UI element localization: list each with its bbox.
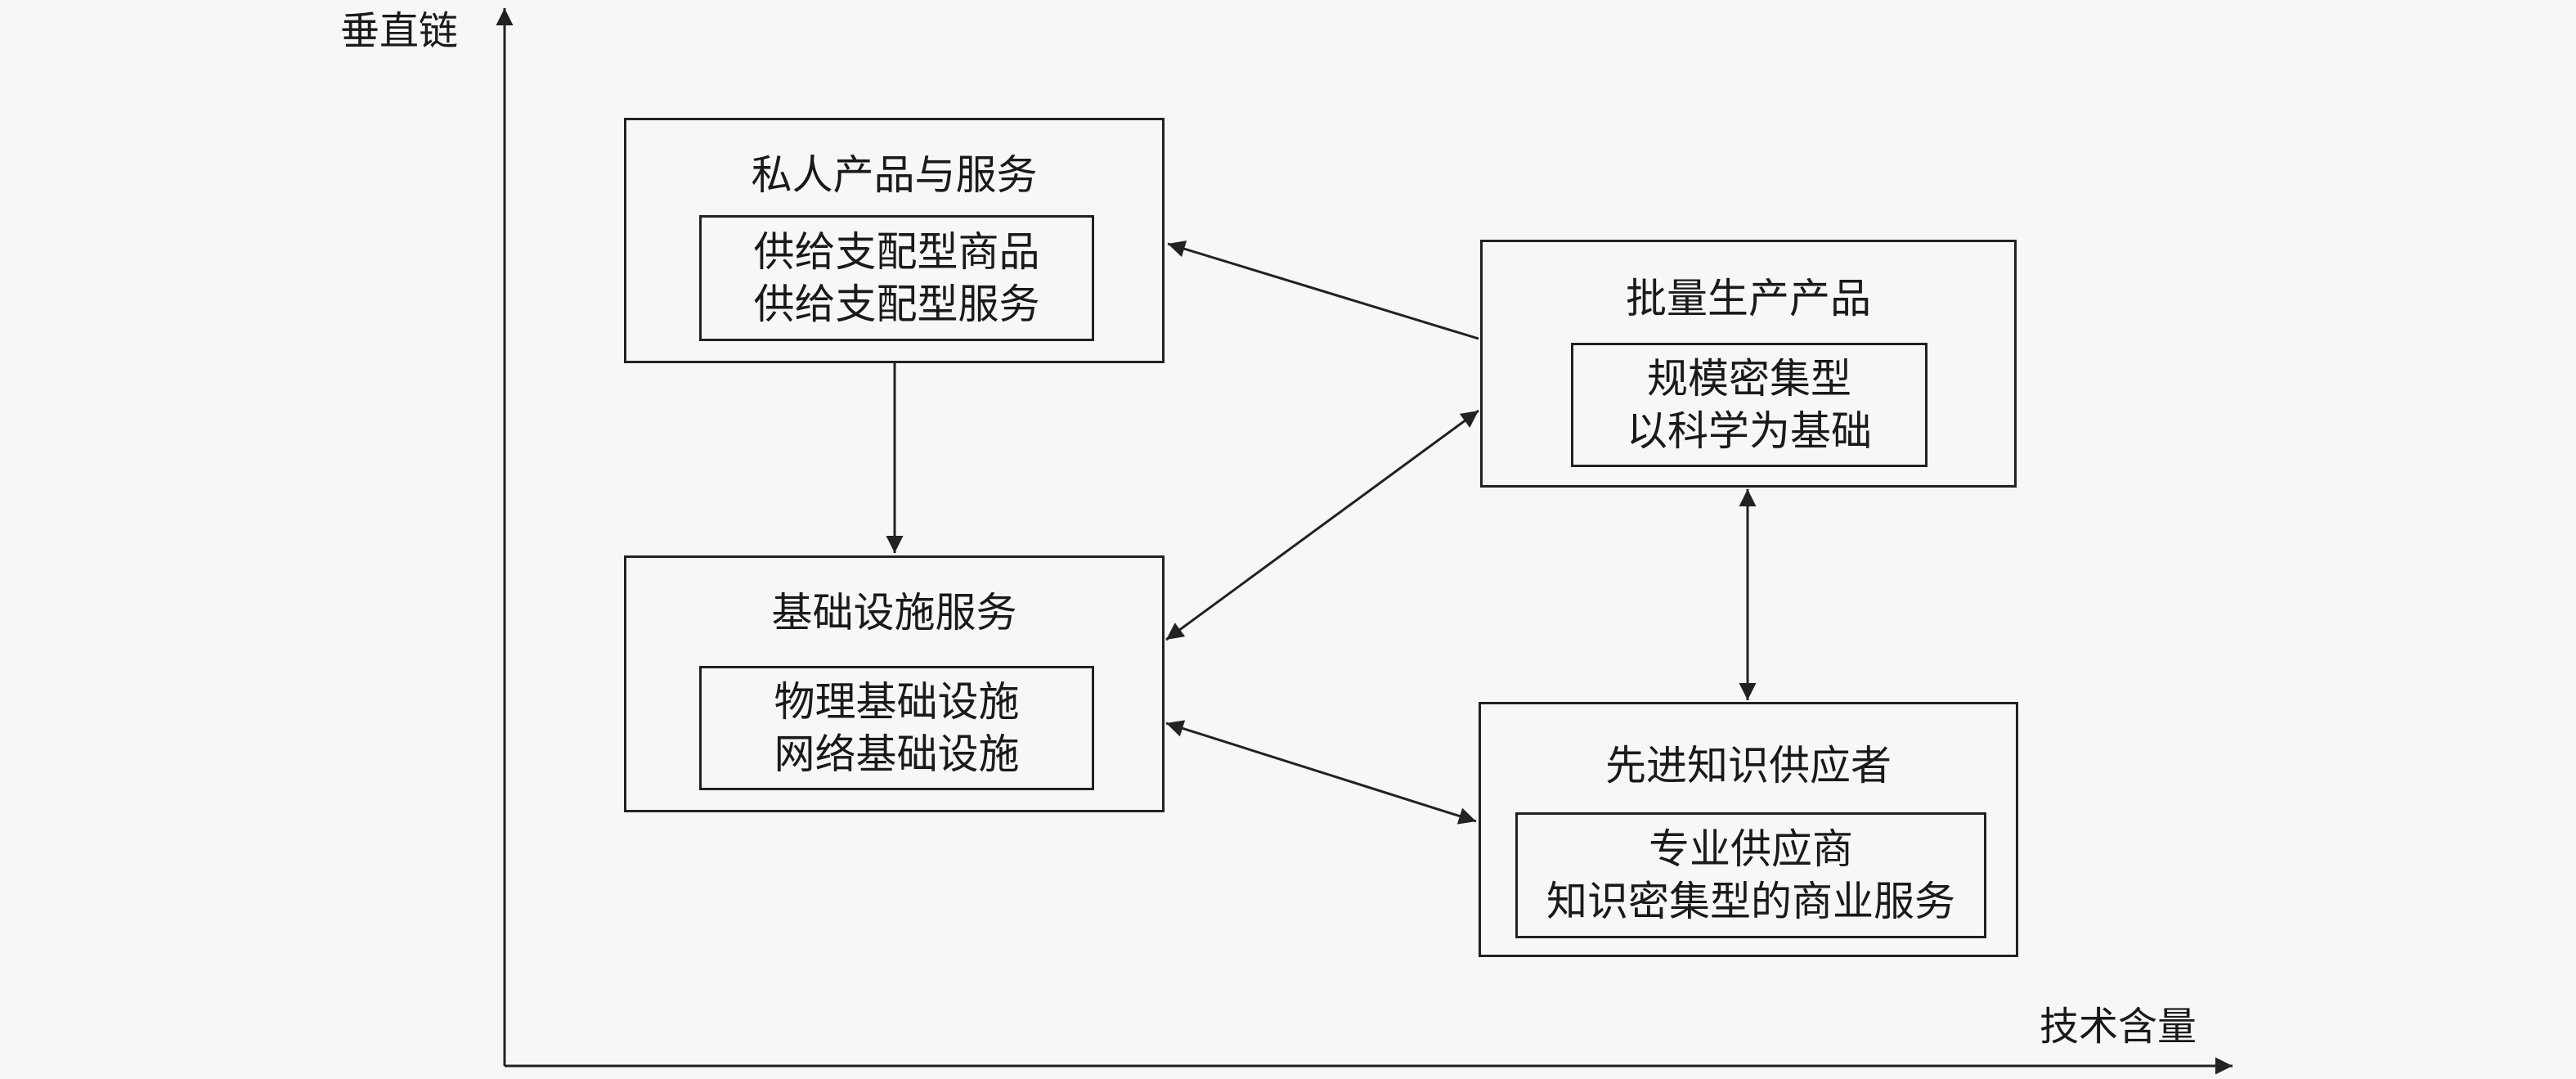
node-item: 专业供应商 xyxy=(1649,825,1853,873)
node-private-goods-services: 私人产品与服务 供给支配型商品 供给支配型服务 xyxy=(624,118,1165,363)
node-item: 供给支配型服务 xyxy=(753,281,1040,328)
node-advanced-knowledge-suppliers: 先进知识供应者 专业供应商 知识密集型的商业服务 xyxy=(1479,702,2018,957)
arrow-mass-to-private xyxy=(1167,241,1479,340)
node-title: 先进知识供应者 xyxy=(1605,742,1892,789)
node-mass-production: 批量生产产品 规模密集型 以科学为基础 xyxy=(1480,240,2017,488)
arrow-infra-advanced xyxy=(1165,720,1477,825)
node-item: 规模密集型 xyxy=(1647,355,1851,402)
node-title: 私人产品与服务 xyxy=(751,151,1038,199)
node-item: 以科学为基础 xyxy=(1627,407,1872,455)
node-title: 基础设施服务 xyxy=(771,589,1017,636)
arrow-infra-mass xyxy=(1165,409,1479,641)
x-axis-label: 技术含量 xyxy=(2040,1004,2197,1050)
node-infrastructure-services: 基础设施服务 物理基础设施 网络基础设施 xyxy=(624,555,1165,812)
node-items: 规模密集型 以科学为基础 xyxy=(1571,343,1928,467)
node-item: 知识密集型的商业服务 xyxy=(1546,878,1955,925)
node-item: 物理基础设施 xyxy=(774,678,1020,726)
node-item: 供给支配型商品 xyxy=(753,228,1040,276)
node-title: 批量生产产品 xyxy=(1626,275,1871,322)
node-items: 供给支配型商品 供给支配型服务 xyxy=(699,215,1094,341)
node-items: 专业供应商 知识密集型的商业服务 xyxy=(1515,812,1986,938)
y-axis-label: 垂直链 xyxy=(340,8,459,54)
node-item: 网络基础设施 xyxy=(774,731,1020,778)
node-items: 物理基础设施 网络基础设施 xyxy=(699,666,1094,790)
